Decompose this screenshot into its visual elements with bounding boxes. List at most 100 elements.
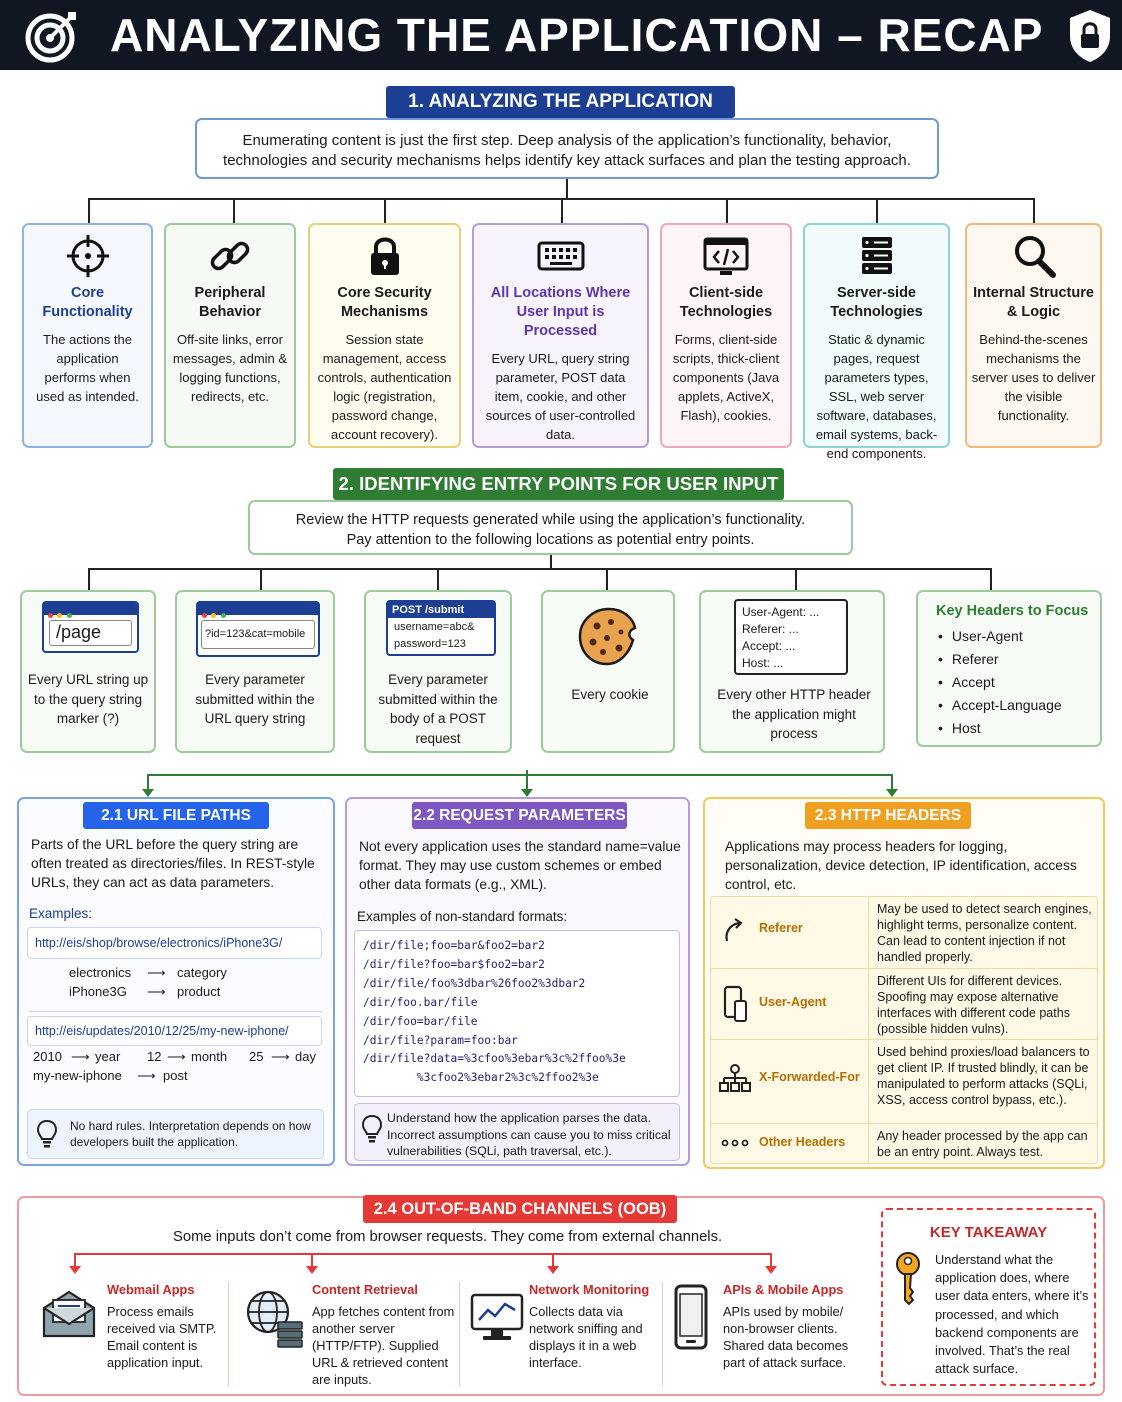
section-2-2-panel: 2.2 REQUEST PARAMETERS Not every applica…	[345, 797, 690, 1166]
tip-text: Understand how the application parses th…	[387, 1111, 671, 1158]
oob-desc: Collects data via network sniffing and d…	[529, 1304, 643, 1370]
post-request-mock: POST /submit username=abc& password=123	[386, 600, 496, 656]
devices-icon	[723, 985, 747, 1022]
card-peripheral-behavior: Peripheral Behavior Off-site links, erro…	[164, 223, 296, 448]
crosshair-icon	[66, 235, 109, 277]
code-line: /dir/file?data=%3cfoo%3ebar%3c%2ffoo%3e	[363, 1052, 626, 1066]
padlock-icon	[370, 237, 399, 275]
header-desc: Different UIs for different devices. Spo…	[877, 974, 1070, 1036]
card-title: Client-side Technologies	[679, 285, 773, 320]
globe-server-icon	[246, 1290, 303, 1348]
section-2-3-title: 2.3 HTTP HEADERS	[805, 802, 971, 829]
code-line: /dir/foo.bar/file	[363, 995, 478, 1009]
url-segment: electronics	[69, 965, 132, 980]
card-server-side: Server-side Technologies Static & dynami…	[803, 223, 950, 461]
header-name: Referer	[759, 921, 803, 935]
tip-box: Understand how the application parses th…	[354, 1103, 680, 1161]
code-line: %3cfoo2%3ebar2%3c%2ffoo2%3e	[363, 1071, 599, 1085]
shield-lock-icon	[1070, 10, 1110, 62]
segment-meaning: category	[177, 965, 227, 980]
target-icon	[25, 12, 76, 63]
section-2-2-desc: Not every application uses the standard …	[359, 839, 681, 892]
lightbulb-icon	[36, 1119, 58, 1148]
card-desc: Static & dynamic pages, request paramete…	[815, 332, 938, 461]
code-line: /dir/file?param=foo:bar	[363, 1033, 518, 1047]
table-row: Other Headers Any header processed by th…	[711, 1123, 1097, 1163]
cookie-icon	[578, 607, 637, 666]
oob-desc: Process emails received via SMTP. Email …	[107, 1304, 217, 1370]
envelope-icon	[42, 1290, 96, 1338]
card-desc: Session state management, access control…	[317, 332, 452, 442]
entry-point-desc: Every URL string up to the query string …	[27, 672, 149, 726]
card-user-input-locations: All Locations Where User Input is Proces…	[472, 223, 649, 448]
header-name: User-Agent	[759, 995, 827, 1009]
section-1-title: 1. ANALYZING THE APPLICATION	[386, 86, 735, 118]
table-row: User-Agent Different UIs for different d…	[711, 968, 1097, 1039]
page-title: ANALYZING THE APPLICATION – RECAP	[110, 9, 1044, 61]
list-item: •Referer	[938, 651, 999, 667]
url-bar-text: /page	[49, 620, 132, 646]
tip-text: No hard rules. Interpretation depends on…	[70, 1119, 311, 1149]
entry-point-desc: Every parameter submitted within the URL…	[195, 672, 315, 726]
list-item: •Accept-Language	[938, 697, 1062, 713]
chain-link-icon	[210, 241, 250, 271]
section-2-4-desc: Some inputs don’t come from browser requ…	[173, 1229, 723, 1245]
network-tree-icon	[719, 1064, 751, 1092]
browser-window-mock: /page	[42, 601, 139, 653]
url-segment: my-new-iphone	[33, 1068, 122, 1083]
section-2-title: 2. IDENTIFYING ENTRY POINTS FOR USER INP…	[333, 468, 784, 500]
card-desc: Off-site links, error messages, admin & …	[172, 332, 288, 404]
card-desc: Every URL, query string parameter, POST …	[485, 351, 636, 442]
section-2-4-title: 2.4 OUT-OF-BAND CHANNELS (OOB)	[363, 1195, 677, 1223]
arrow-icon: ⟶	[71, 1049, 90, 1064]
code-line: /dir/file/foo%3dbar%26foo2%3dbar2	[363, 976, 586, 990]
code-line: /dir/foo=bar/file	[363, 1014, 478, 1028]
entry-point-desc: Every parameter submitted within the bod…	[378, 672, 498, 746]
header-desc: Any header processed by the app can be a…	[877, 1129, 1088, 1159]
segment-meaning: year	[95, 1049, 121, 1064]
post-request-head: POST /submit	[388, 602, 494, 618]
card-title: Internal Structure & Logic	[973, 285, 1094, 320]
browser-window-mock: ?id=123&cat=mobile	[196, 601, 320, 657]
card-desc: The actions the application performs whe…	[36, 332, 139, 404]
card-title: Server-side Technologies	[830, 285, 923, 320]
card-desc: Forms, client-side scripts, thick-client…	[672, 332, 780, 423]
table-row: Referer May be used to detect search eng…	[711, 897, 1097, 968]
arrow-icon: ⟶	[167, 1049, 186, 1064]
card-title: Core Functionality	[42, 285, 133, 320]
code-window-icon	[703, 237, 749, 275]
card-desc: Behind-the-scenes mechanisms the server …	[971, 332, 1096, 423]
header-list-mock: User-Agent: ... Referer: ... Accept: ...…	[734, 599, 848, 675]
code-line: /dir/file;foo=bar&foo2=bar2	[363, 939, 545, 952]
header-line: Referer: ...	[742, 622, 799, 636]
url-bar-text: ?id=123&cat=mobile	[201, 620, 315, 649]
headers-table: Referer May be used to detect search eng…	[710, 896, 1098, 1164]
entry-point-desc: Every cookie	[571, 687, 649, 702]
phone-icon	[674, 1284, 708, 1350]
entry-point-post-body: POST /submit username=abc& password=123 …	[364, 590, 512, 753]
oob-title: Network Monitoring	[529, 1282, 650, 1297]
arrow-icon: ⟶	[147, 984, 166, 999]
list-item: •User-Agent	[938, 628, 1023, 644]
key-headers-box: Key Headers to Focus •User-Agent •Refere…	[916, 590, 1102, 747]
redirect-arrow-icon	[725, 918, 743, 942]
key-takeaway-text: Understand what the application does, wh…	[935, 1252, 1089, 1377]
header-name: Other Headers	[759, 1135, 846, 1149]
entry-point-url-path: /page Every URL string up to the query s…	[20, 590, 156, 753]
key-takeaway-box: KEY TAKEAWAY Understand what the applica…	[881, 1208, 1096, 1386]
examples-label: Examples of non-standard formats:	[357, 909, 568, 924]
header-line: Host: ...	[742, 656, 784, 670]
post-body-line: password=123	[394, 638, 466, 650]
section-1-intro: Enumerating content is just the first st…	[195, 118, 939, 179]
entry-point-query-string: ?id=123&cat=mobile Every parameter submi…	[175, 590, 335, 753]
page-header: ANALYZING THE APPLICATION – RECAP	[0, 0, 1122, 70]
post-body-line: username=abc&	[394, 621, 475, 633]
oob-title: APIs & Mobile Apps	[723, 1282, 844, 1297]
card-title: Peripheral Behavior	[194, 285, 266, 320]
header-line: User-Agent: ...	[742, 605, 820, 619]
key-headers-title: Key Headers to Focus	[936, 603, 1089, 619]
section-2-3-desc: Applications may process headers for log…	[725, 839, 1077, 892]
section-2-1-title: 2.1 URL FILE PATHS	[83, 802, 269, 829]
example-url: http://eis/shop/browse/electronics/iPhon…	[27, 927, 322, 959]
card-internal-structure: Internal Structure & Logic Behind-the-sc…	[965, 223, 1102, 448]
